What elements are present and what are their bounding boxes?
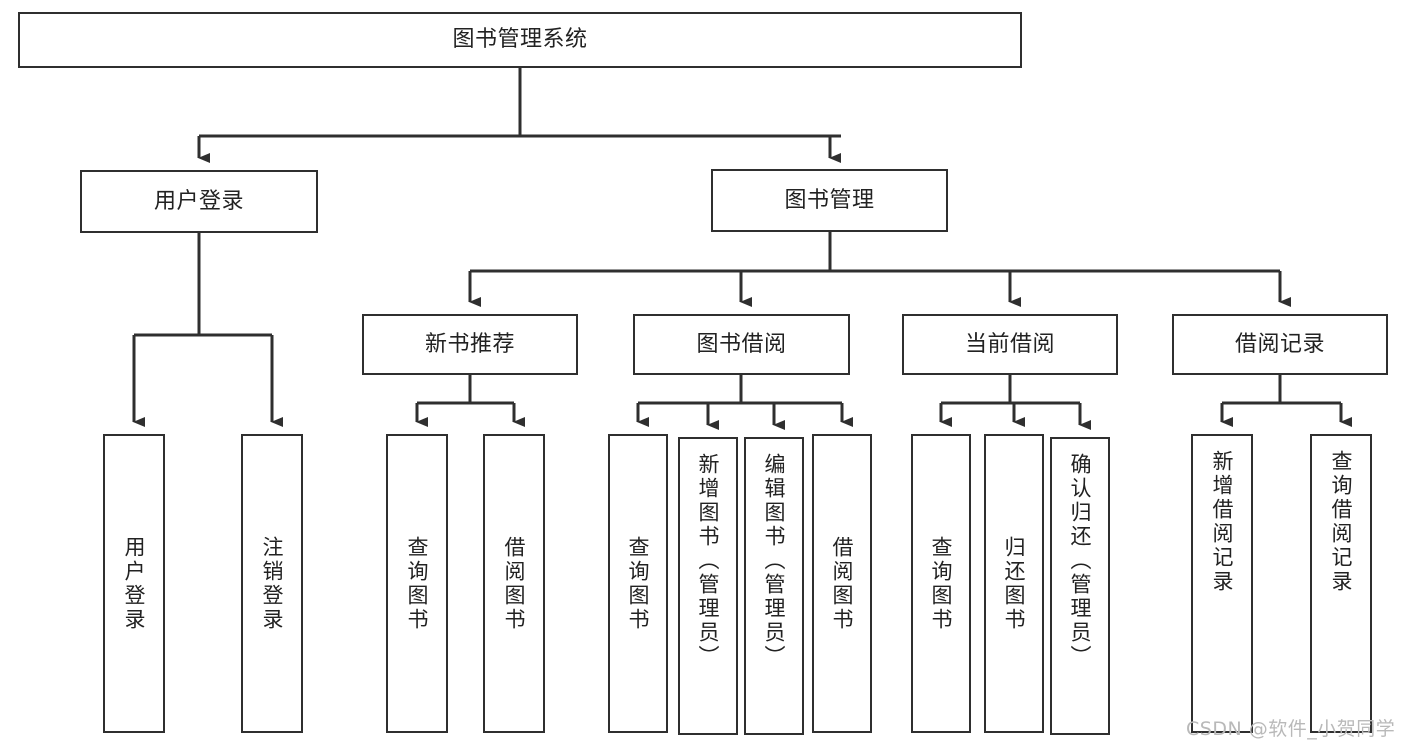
node-current-borrow[interactable]: 当前借阅 [902,314,1118,375]
node-leaf-label: 查询图书 [929,535,954,632]
node-leaf-add-borrow-record[interactable]: 新增借阅记录 [1191,434,1253,733]
node-leaf-query-book-current[interactable]: 查询图书 [911,434,971,733]
node-leaf-label: 归还图书 [1002,535,1027,632]
node-leaf-add-book-admin[interactable]: 新增图书（管理员） [678,437,738,735]
node-leaf-confirm-return-admin[interactable]: 确认归还（管理员） [1050,437,1110,735]
node-leaf-label: 注销登录 [260,535,285,632]
node-leaf-label: 借阅图书 [502,535,527,632]
node-leaf-borrow-book-newbook[interactable]: 借阅图书 [483,434,545,733]
node-leaf-label: 新增借阅记录 [1210,450,1235,594]
node-book-management-label: 图书管理 [784,187,875,213]
node-leaf-edit-book-admin[interactable]: 编辑图书（管理员） [744,437,804,735]
node-leaf-label: 借阅图书 [830,535,855,632]
node-leaf-query-book-newbook[interactable]: 查询图书 [386,434,448,733]
node-leaf-label: 查询图书 [626,535,651,632]
node-borrow-record-label: 借阅记录 [1234,331,1325,357]
csdn-watermark: CSDN @软件_小贺同学 [1186,718,1396,740]
node-user-login[interactable]: 用户登录 [80,170,318,233]
node-leaf-query-book-borrow[interactable]: 查询图书 [608,434,668,733]
node-leaf-query-borrow-record[interactable]: 查询借阅记录 [1310,434,1372,733]
node-leaf-return-book[interactable]: 归还图书 [984,434,1044,733]
node-leaf-label: 查询借阅记录 [1329,450,1354,594]
node-book-borrow-label: 图书借阅 [696,331,787,357]
node-current-borrow-label: 当前借阅 [964,331,1055,357]
node-user-login-label: 用户登录 [153,188,244,214]
node-borrow-record[interactable]: 借阅记录 [1172,314,1388,375]
node-leaf-label: 查询图书 [405,535,430,632]
node-leaf-label: 新增图书（管理员） [696,453,721,669]
node-leaf-logout[interactable]: 注销登录 [241,434,303,733]
node-new-book-recommend-label: 新书推荐 [424,331,515,357]
node-root[interactable]: 图书管理系统 [18,12,1022,68]
node-root-label: 图书管理系统 [452,27,588,53]
node-leaf-label: 编辑图书（管理员） [762,453,787,669]
node-leaf-user-login[interactable]: 用户登录 [103,434,165,733]
node-book-borrow[interactable]: 图书借阅 [633,314,850,375]
node-leaf-borrow-book[interactable]: 借阅图书 [812,434,872,733]
node-new-book-recommend[interactable]: 新书推荐 [362,314,578,375]
node-leaf-label: 用户登录 [122,535,147,632]
node-leaf-label: 确认归还（管理员） [1068,453,1093,669]
node-book-management[interactable]: 图书管理 [711,169,948,232]
